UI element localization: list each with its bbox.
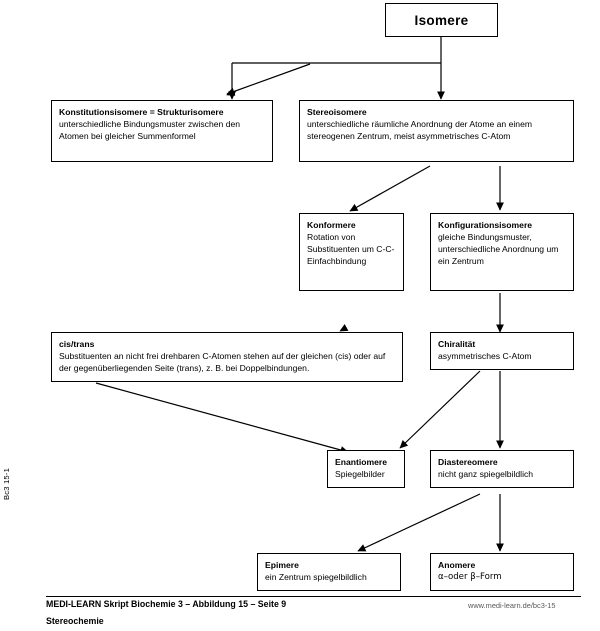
node-konformere: Konformere Rotation von Substituenten um… [299, 213, 404, 291]
node-epimere: Epimere ein Zentrum spiegelbildlich [257, 553, 401, 591]
footer-divider [46, 596, 581, 597]
node-anomere-title: Anomere [438, 560, 476, 570]
node-cistrans-title: cis/trans [59, 339, 95, 349]
node-anomere: Anomere α–oder β–Form [430, 553, 574, 591]
node-konstitutionsisomere-title: Konstitutionsisomere = Strukturisomere [59, 107, 224, 117]
node-konfigurationsisomere-title: Konfigurationsisomere [438, 220, 533, 230]
node-konstitutionsisomere-body: unterschiedliche Bindungsmuster zwischen… [59, 119, 241, 142]
node-epimere-title: Epimere [265, 560, 299, 570]
node-stereoisomere-body: unterschiedliche räumliche Anordnung der… [307, 119, 533, 142]
side-code-label: Bc3 15-1 [2, 468, 11, 500]
node-chiralitaet-title: Chiralität [438, 339, 476, 349]
footer-subject-label: Stereochemie [46, 616, 104, 626]
node-isomere-title: Isomere [414, 12, 469, 28]
node-diastereomere-title: Diastereomere [438, 457, 498, 467]
node-konformere-body: Rotation von Substituenten um C-C-Einfac… [307, 232, 395, 267]
node-diastereomere: Diastereomere nicht ganz spiegelbildlich [430, 450, 574, 488]
node-konstitutionsisomere: Konstitutionsisomere = Strukturisomere u… [51, 100, 273, 162]
node-enantiomere-title: Enantiomere [335, 457, 388, 467]
node-isomere: Isomere [385, 3, 498, 37]
footer-url-label: www.medi-learn.de/bc3-15 [468, 601, 556, 610]
node-chiralitaet: Chiralität asymmetrisches C-Atom [430, 332, 574, 370]
node-konfigurationsisomere-body: gleiche Bindungsmuster, unterschiedliche… [438, 232, 559, 267]
node-diastereomere-body: nicht ganz spiegelbildlich [438, 469, 534, 479]
node-epimere-body: ein Zentrum spiegelbildlich [265, 572, 367, 582]
node-konformere-title: Konformere [307, 220, 356, 230]
node-enantiomere-body: Spiegelbilder [335, 469, 385, 479]
node-cistrans: cis/trans Substituenten an nicht frei dr… [51, 332, 403, 382]
node-enantiomere: Enantiomere Spiegelbilder [327, 450, 405, 488]
footer-source-label: MEDI-LEARN Skript Biochemie 3 – Abbildun… [46, 599, 287, 609]
node-stereoisomere-title: Stereoisomere [307, 107, 367, 117]
node-anomere-body: α–oder β–Form [438, 572, 502, 582]
node-konfigurationsisomere: Konfigurationsisomere gleiche Bindungsmu… [430, 213, 574, 291]
node-cistrans-body: Substituenten an nicht frei drehbaren C-… [59, 351, 386, 374]
node-stereoisomere: Stereoisomere unterschiedliche räumliche… [299, 100, 574, 162]
node-chiralitaet-body: asymmetrisches C-Atom [438, 351, 532, 361]
